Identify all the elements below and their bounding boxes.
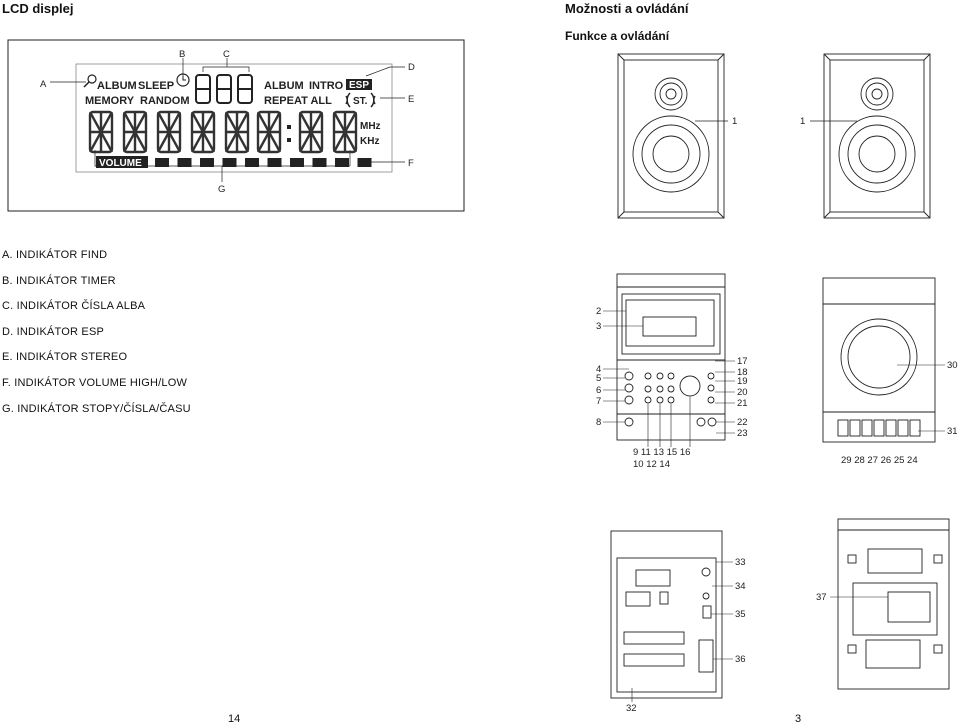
- lcd-segment-digit: [298, 110, 324, 154]
- indicator-item: C. INDIKÁTOR ČÍSLA ALBA: [2, 300, 146, 313]
- volume-bar: [312, 158, 327, 167]
- label-23: 23: [737, 428, 748, 439]
- label-18: 18: [737, 367, 748, 378]
- callout-c: C: [223, 49, 230, 60]
- main-unit-front: [616, 273, 726, 441]
- callout-e: E: [408, 94, 414, 105]
- lcd-st: ST.: [353, 96, 368, 107]
- volume-bar: [267, 158, 282, 167]
- speaker-back-view: [837, 518, 950, 690]
- lcd-volume: VOLUME: [99, 158, 142, 169]
- volume-bar: [335, 158, 349, 167]
- label-6: 6: [596, 385, 601, 396]
- speaker-rear: [822, 277, 936, 443]
- label-4: 4: [596, 364, 601, 375]
- lcd-segment-digit: [224, 110, 250, 154]
- lcd-intro: INTRO: [309, 80, 344, 92]
- label-21: 21: [737, 398, 748, 409]
- lcd-esp: ESP: [349, 80, 369, 91]
- indicator-item: D. INDIKÁTOR ESP: [2, 325, 105, 338]
- speaker-front-left: [617, 53, 725, 219]
- unit-left-labels: 2 3 4 5 6 7 8: [596, 306, 601, 428]
- label-17: 17: [737, 356, 748, 367]
- label-35: 35: [735, 609, 746, 620]
- speaker-label-left: 1: [732, 116, 737, 127]
- lcd-segment-digit: [88, 110, 114, 154]
- main-unit-back: [610, 530, 723, 699]
- lcd-random: RANDOM: [140, 95, 190, 107]
- volume-bar: [200, 158, 214, 167]
- label-34: 34: [735, 581, 746, 592]
- lcd-mhz: MHz: [360, 121, 381, 132]
- label-7: 7: [596, 396, 601, 407]
- label-33: 33: [735, 557, 746, 568]
- switch-block: [909, 419, 921, 437]
- volume-bar: [290, 158, 304, 167]
- indicator-item: B. INDIKÁTOR TIMER: [2, 274, 116, 287]
- callout-g: G: [218, 184, 225, 195]
- rear-speaker-bottom-labels: 29 28 27 26 25 24: [841, 455, 918, 466]
- unit-right-labels: 17 18 19 20 21 22 23: [737, 356, 748, 439]
- callout-d: D: [408, 62, 415, 73]
- lcd-sleep: SLEEP: [138, 80, 174, 92]
- label-2: 2: [596, 306, 601, 317]
- indicator-item: E. INDIKÁTOR STEREO: [2, 351, 128, 364]
- lcd-segment-digit: [256, 110, 282, 154]
- lcd-memory: MEMORY: [85, 95, 135, 107]
- switch-block: [837, 419, 849, 437]
- callout-a: A: [40, 79, 47, 90]
- page-number-left: 14: [228, 713, 241, 725]
- label-36: 36: [735, 654, 746, 665]
- unit-bottom-labels-row1: 9 11 13 15 16: [633, 447, 690, 458]
- label-31: 31: [947, 426, 958, 437]
- lcd-segment-digit: [332, 110, 358, 154]
- controls-section-heading: Možnosti a ovládání: [565, 1, 689, 16]
- callout-b: B: [179, 49, 185, 60]
- speaker-front-right: [823, 53, 931, 219]
- lcd-khz: KHz: [360, 136, 379, 147]
- lcd-album2: ALBUM: [264, 80, 304, 92]
- volume-bar: [222, 158, 237, 167]
- callout-f: F: [408, 158, 414, 169]
- label-32: 32: [626, 703, 637, 714]
- switch-block: [873, 419, 885, 437]
- volume-bar: [155, 158, 169, 167]
- speaker-label-right: 1: [800, 116, 805, 127]
- lcd-album: ALBUM: [97, 80, 137, 92]
- label-20: 20: [737, 387, 748, 398]
- unit-bottom-labels-row2: 10 12 14: [633, 459, 670, 470]
- indicator-list: A. INDIKÁTOR FIND B. INDIKÁTOR TIMER C. …: [2, 248, 191, 427]
- lcd-section-heading: LCD displej: [2, 1, 74, 16]
- switch-block: [897, 419, 909, 437]
- switch-block: [861, 419, 873, 437]
- label-37: 37: [816, 592, 827, 603]
- lcd-segment-digit: [156, 110, 182, 154]
- functions-subheading: Funkce a ovládání: [565, 29, 670, 43]
- lcd-display-diagram: [7, 39, 465, 212]
- lcd-segment-digit: [122, 110, 148, 154]
- switch-block: [849, 419, 861, 437]
- lcd-repeat-all: REPEAT ALL: [264, 95, 332, 107]
- switch-block: [885, 419, 897, 437]
- volume-bar: [177, 158, 192, 167]
- indicator-item: A. INDIKÁTOR FIND: [2, 249, 108, 261]
- page-number-right: 3: [795, 713, 802, 725]
- label-8: 8: [596, 417, 601, 428]
- label-22: 22: [737, 417, 748, 428]
- label-3: 3: [596, 321, 601, 332]
- volume-bar: [357, 158, 372, 167]
- lcd-segment-digit: [190, 110, 216, 154]
- indicator-item: G. INDIKÁTOR STOPY/ČÍSLA/ČASU: [2, 402, 191, 415]
- label-5: 5: [596, 373, 601, 384]
- indicator-item: F. INDIKÁTOR VOLUME HIGH/LOW: [2, 376, 188, 389]
- label-30: 30: [947, 360, 958, 371]
- label-19: 19: [737, 376, 748, 387]
- volume-bar: [245, 158, 259, 167]
